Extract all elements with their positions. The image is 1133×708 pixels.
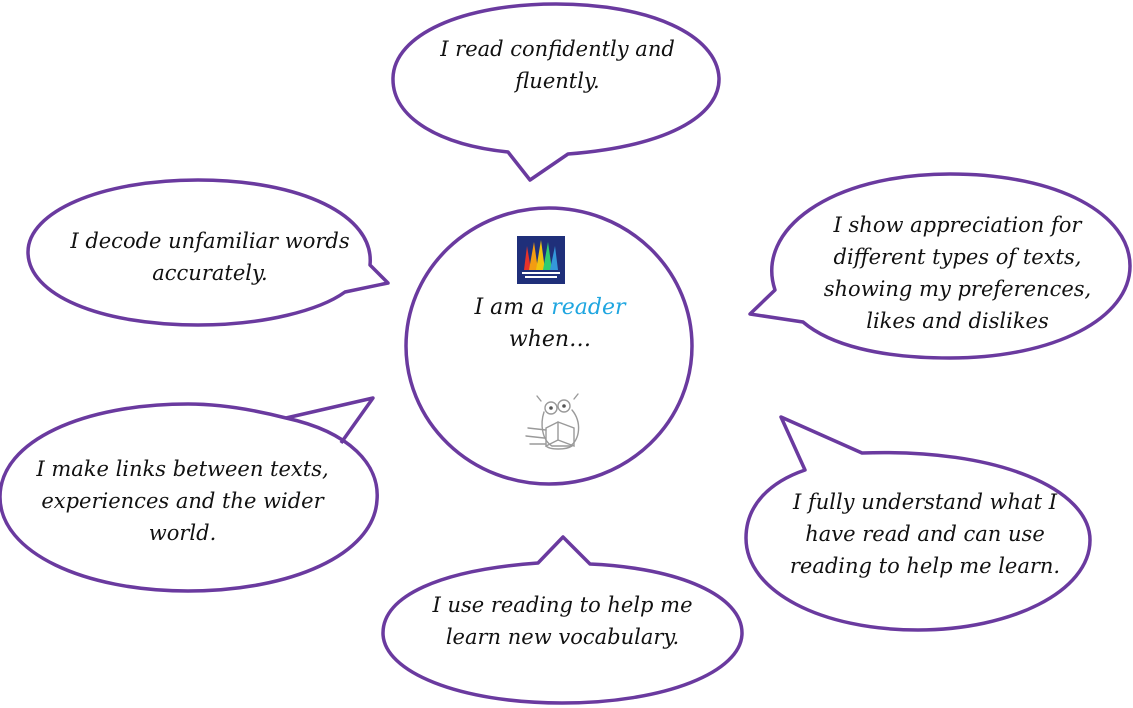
bubble-line: I make links between texts, <box>36 457 329 481</box>
bubble-line: reading to help me learn. <box>789 554 1061 578</box>
bubble-line: showing my preferences, <box>823 277 1092 301</box>
bubble-right-top-text: I show appreciation for different types … <box>800 209 1115 337</box>
center-prefix: I am a <box>474 295 552 320</box>
bubble-right-bottom-text: I fully understand what I have read and … <box>765 486 1085 582</box>
bubble-right-top-shape <box>748 172 1132 360</box>
bubble-top-shape <box>391 2 721 182</box>
school-crest-icon <box>517 236 565 284</box>
bubble-bottom-text: I use reading to help me learn new vocab… <box>405 589 720 653</box>
bubble-line: I fully understand what I <box>792 490 1057 514</box>
bubble-line: I show appreciation for <box>833 213 1082 237</box>
center-line-2: when… <box>508 327 592 352</box>
bubble-line: learn new vocabulary. <box>445 625 680 649</box>
bubble-right-bottom-shape <box>744 415 1092 632</box>
bubble-line: accurately. <box>152 261 268 285</box>
bubble-line: likes and dislikes <box>866 309 1049 333</box>
bubble-line: experiences and the wider <box>41 489 324 513</box>
bubble-left-top-shape <box>26 178 390 327</box>
bubble-line: I read confidently and <box>440 37 675 61</box>
bubble-line: I decode unfamiliar words <box>70 229 350 253</box>
center-line-1: I am a reader <box>440 292 660 324</box>
bubble-left-bottom-shape <box>0 396 379 593</box>
bubble-top-text: I read confidently and fluently. <box>405 33 710 97</box>
bubble-left-bottom-text: I make links between texts, experiences … <box>10 453 355 549</box>
bubble-line: fluently. <box>515 69 600 93</box>
bubble-line: world. <box>148 521 217 545</box>
bubble-line: have read and can use <box>805 522 1045 546</box>
bubble-left-top-text: I decode unfamiliar words accurately. <box>40 225 380 289</box>
center-highlight-word: reader <box>551 295 626 320</box>
center-label: I am a reader when… <box>440 292 660 356</box>
bubble-bottom-shape <box>381 535 744 705</box>
center-circle <box>404 206 694 486</box>
owl-reading-book-icon <box>525 393 580 450</box>
bubble-line: I use reading to help me <box>432 593 693 617</box>
bubble-line: different types of texts, <box>833 245 1082 269</box>
